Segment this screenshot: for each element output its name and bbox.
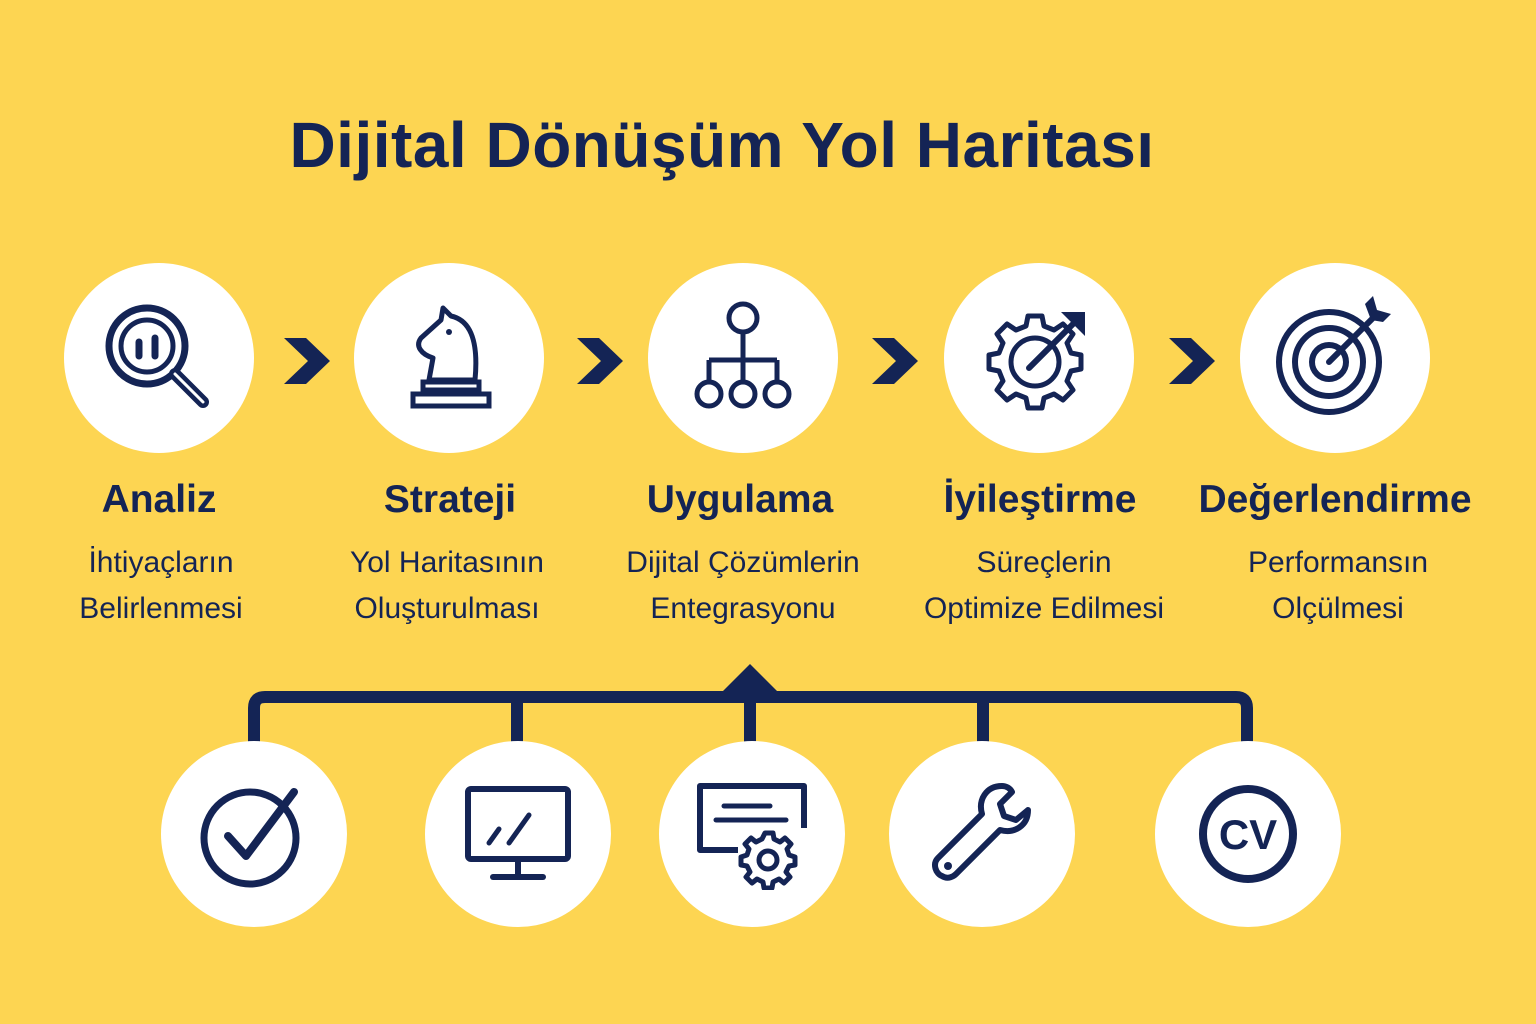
diagram-title: Dijital Dönüşüm Yol Haritası (289, 109, 1155, 181)
substep-monitor-circle (425, 741, 611, 927)
gear-arrow-icon (986, 312, 1085, 411)
chevron-right-icon (872, 338, 918, 384)
step-iyilestirme-circle (944, 263, 1134, 453)
substep-cv-circle: CV (1155, 741, 1341, 927)
step-uygulama-circle (648, 263, 838, 453)
step-title-iyilestirme: İyileştirme (943, 478, 1137, 521)
target-icon (1276, 296, 1391, 415)
cv-badge-icon: CV (1199, 785, 1297, 883)
step-title-analiz: Analiz (101, 478, 217, 521)
chess-knight-icon (410, 305, 492, 409)
monitor-icon (465, 786, 571, 880)
certificate-gear-icon (697, 783, 807, 890)
step-degerlendirme-circle (1240, 263, 1430, 453)
hierarchy-icon (694, 301, 792, 409)
chevron-right-icon (284, 338, 330, 384)
chevron-right-icon (577, 338, 623, 384)
step-title-degerlendirme: Değerlendirme (1198, 478, 1472, 521)
chevron-right-icon (1169, 338, 1215, 384)
wrench-icon (932, 783, 1031, 881)
step-title-strateji: Strateji (383, 478, 517, 521)
substep-check-circle (161, 741, 347, 927)
checkmark-circle-icon (200, 788, 300, 888)
substep-certificate-circle (659, 741, 845, 927)
step-analiz-circle (64, 263, 254, 453)
step-strateji-circle (354, 263, 544, 453)
step-title-uygulama: Uygulama (646, 478, 834, 521)
cv-label: CV (1219, 811, 1277, 858)
magnifier-chart-icon (105, 304, 209, 408)
substep-wrench-circle (889, 741, 1075, 927)
